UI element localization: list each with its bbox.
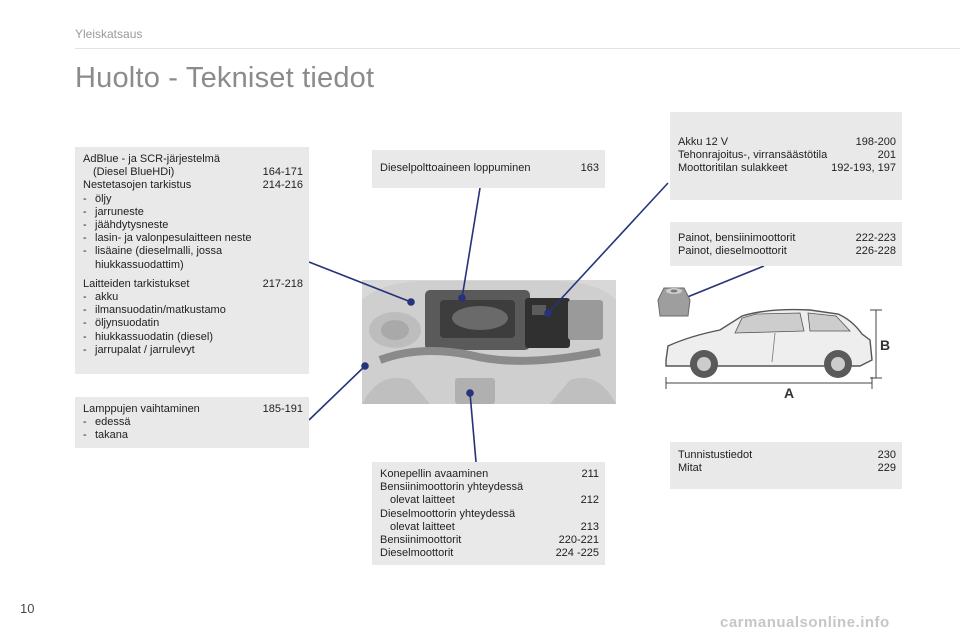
battery-row: Akku 12 V 198-200 <box>678 136 896 148</box>
weights-row: Painot, dieselmoottorit 226-228 <box>678 245 896 258</box>
bonnet-row-label: Dieselmoottorin yhteydessä <box>380 507 516 520</box>
parts-row: Laitteiden tarkistukset 217-218 <box>83 277 303 290</box>
list-item: -hiukkassuodatin (diesel) <box>83 330 214 343</box>
bonnet-row: Bensiinimoottorit 220-221 <box>380 534 599 547</box>
list-item-continued: hiukkassuodattim) <box>95 258 184 271</box>
page-ref[interactable]: 212 <box>580 494 599 507</box>
header-divider <box>75 48 960 49</box>
dimension-b-label: B <box>880 337 890 353</box>
list-item: -lisäaine (dieselmalli, jossa <box>83 245 223 258</box>
page-ref[interactable]: 229 <box>877 462 896 475</box>
list-item: -lasin- ja valonpesulaitteen neste <box>83 232 252 245</box>
page-ref[interactable]: 217-218 <box>262 277 303 290</box>
engine-bay-image <box>362 280 616 404</box>
car-side-image <box>665 308 873 378</box>
list-item: -jäähdytysneste <box>83 219 169 232</box>
list-item: -edessä <box>83 416 131 429</box>
dimension-lines <box>665 309 882 389</box>
page-ref[interactable]: 214-216 <box>262 179 303 192</box>
ident-row: Mitat 229 <box>678 462 896 475</box>
page-ref[interactable]: 163 <box>580 162 599 174</box>
box-adblue-checks: AdBlue - ja SCR-järjestelmä (Diesel Blue… <box>75 147 309 374</box>
footer-watermark[interactable]: carmanualsonline.info <box>720 614 890 631</box>
page-ref[interactable]: 198-200 <box>855 136 896 148</box>
ident-row: Tunnistustiedot 230 <box>678 449 896 461</box>
page-number: 10 <box>20 601 35 616</box>
list-item: -akku <box>83 291 119 304</box>
page-ref[interactable]: 220-221 <box>558 534 599 547</box>
page-ref[interactable]: 226-228 <box>855 245 896 258</box>
box-lamps: Lamppujen vaihtaminen 185-191 -edessä -t… <box>75 397 309 448</box>
list-item: -öljy <box>83 192 112 205</box>
battery-row: Moottoritilan sulakkeet 192-193, 197 <box>678 162 896 175</box>
weight-icon <box>657 287 691 317</box>
bonnet-row: Dieselmoottorit 224 -225 <box>380 547 599 560</box>
diesel-fuel-row: Dieselpolttoaineen loppuminen 163 <box>380 162 599 174</box>
battery-row: Tehonrajoitus-, virransäästötila 201 <box>678 149 896 162</box>
bonnet-row-label: Bensiinimoottorin yhteydessä <box>380 481 524 494</box>
section-header: Yleiskatsaus <box>75 27 143 41</box>
list-item: -takana <box>83 429 129 442</box>
list-item: -jarrupalat / jarrulevyt <box>83 343 195 356</box>
box-weights: Painot, bensiinimoottorit 222-223 Painot… <box>670 222 902 266</box>
list-item: -öljynsuodatin <box>83 317 160 330</box>
fluids-row: Nestetasojen tarkistus 214-216 <box>83 179 303 192</box>
weights-row: Painot, bensiinimoottorit 222-223 <box>678 232 896 244</box>
callout-lines <box>308 182 765 463</box>
box-identification: Tunnistustiedot 230 Mitat 229 <box>670 442 902 489</box>
bonnet-row: Konepellin avaaminen 211 <box>380 468 599 480</box>
page-ref[interactable]: 192-193, 197 <box>831 162 896 175</box>
page-ref[interactable]: 222-223 <box>855 232 896 244</box>
bonnet-row: olevat laitteet 212 <box>390 494 599 507</box>
adblue-row: (Diesel BlueHDi) 164-171 <box>93 166 303 179</box>
bonnet-row: olevat laitteet 213 <box>390 520 599 533</box>
list-item: -jarruneste <box>83 205 144 218</box>
list-item: -ilmansuodatin/matkustamo <box>83 304 226 317</box>
page-ref[interactable]: 185-191 <box>262 403 303 415</box>
page-ref[interactable]: 224 -225 <box>555 547 599 560</box>
dimension-a-label: A <box>784 385 794 401</box>
page-ref[interactable]: 213 <box>580 520 599 533</box>
box-diesel-fuel: Dieselpolttoaineen loppuminen 163 <box>372 150 605 188</box>
adblue-title: AdBlue - ja SCR-järjestelmä <box>83 153 220 165</box>
page-ref[interactable]: 164-171 <box>262 166 303 179</box>
page-ref[interactable]: 201 <box>877 149 896 162</box>
page-ref[interactable]: 230 <box>877 449 896 461</box>
lamps-row: Lamppujen vaihtaminen 185-191 <box>83 403 303 415</box>
box-bonnet-engines: Konepellin avaaminen 211 Bensiinimoottor… <box>372 462 605 565</box>
page-ref[interactable]: 211 <box>581 468 599 480</box>
box-battery: Akku 12 V 198-200 Tehonrajoitus-, virran… <box>670 112 902 200</box>
page-title: Huolto - Tekniset tiedot <box>75 62 375 94</box>
